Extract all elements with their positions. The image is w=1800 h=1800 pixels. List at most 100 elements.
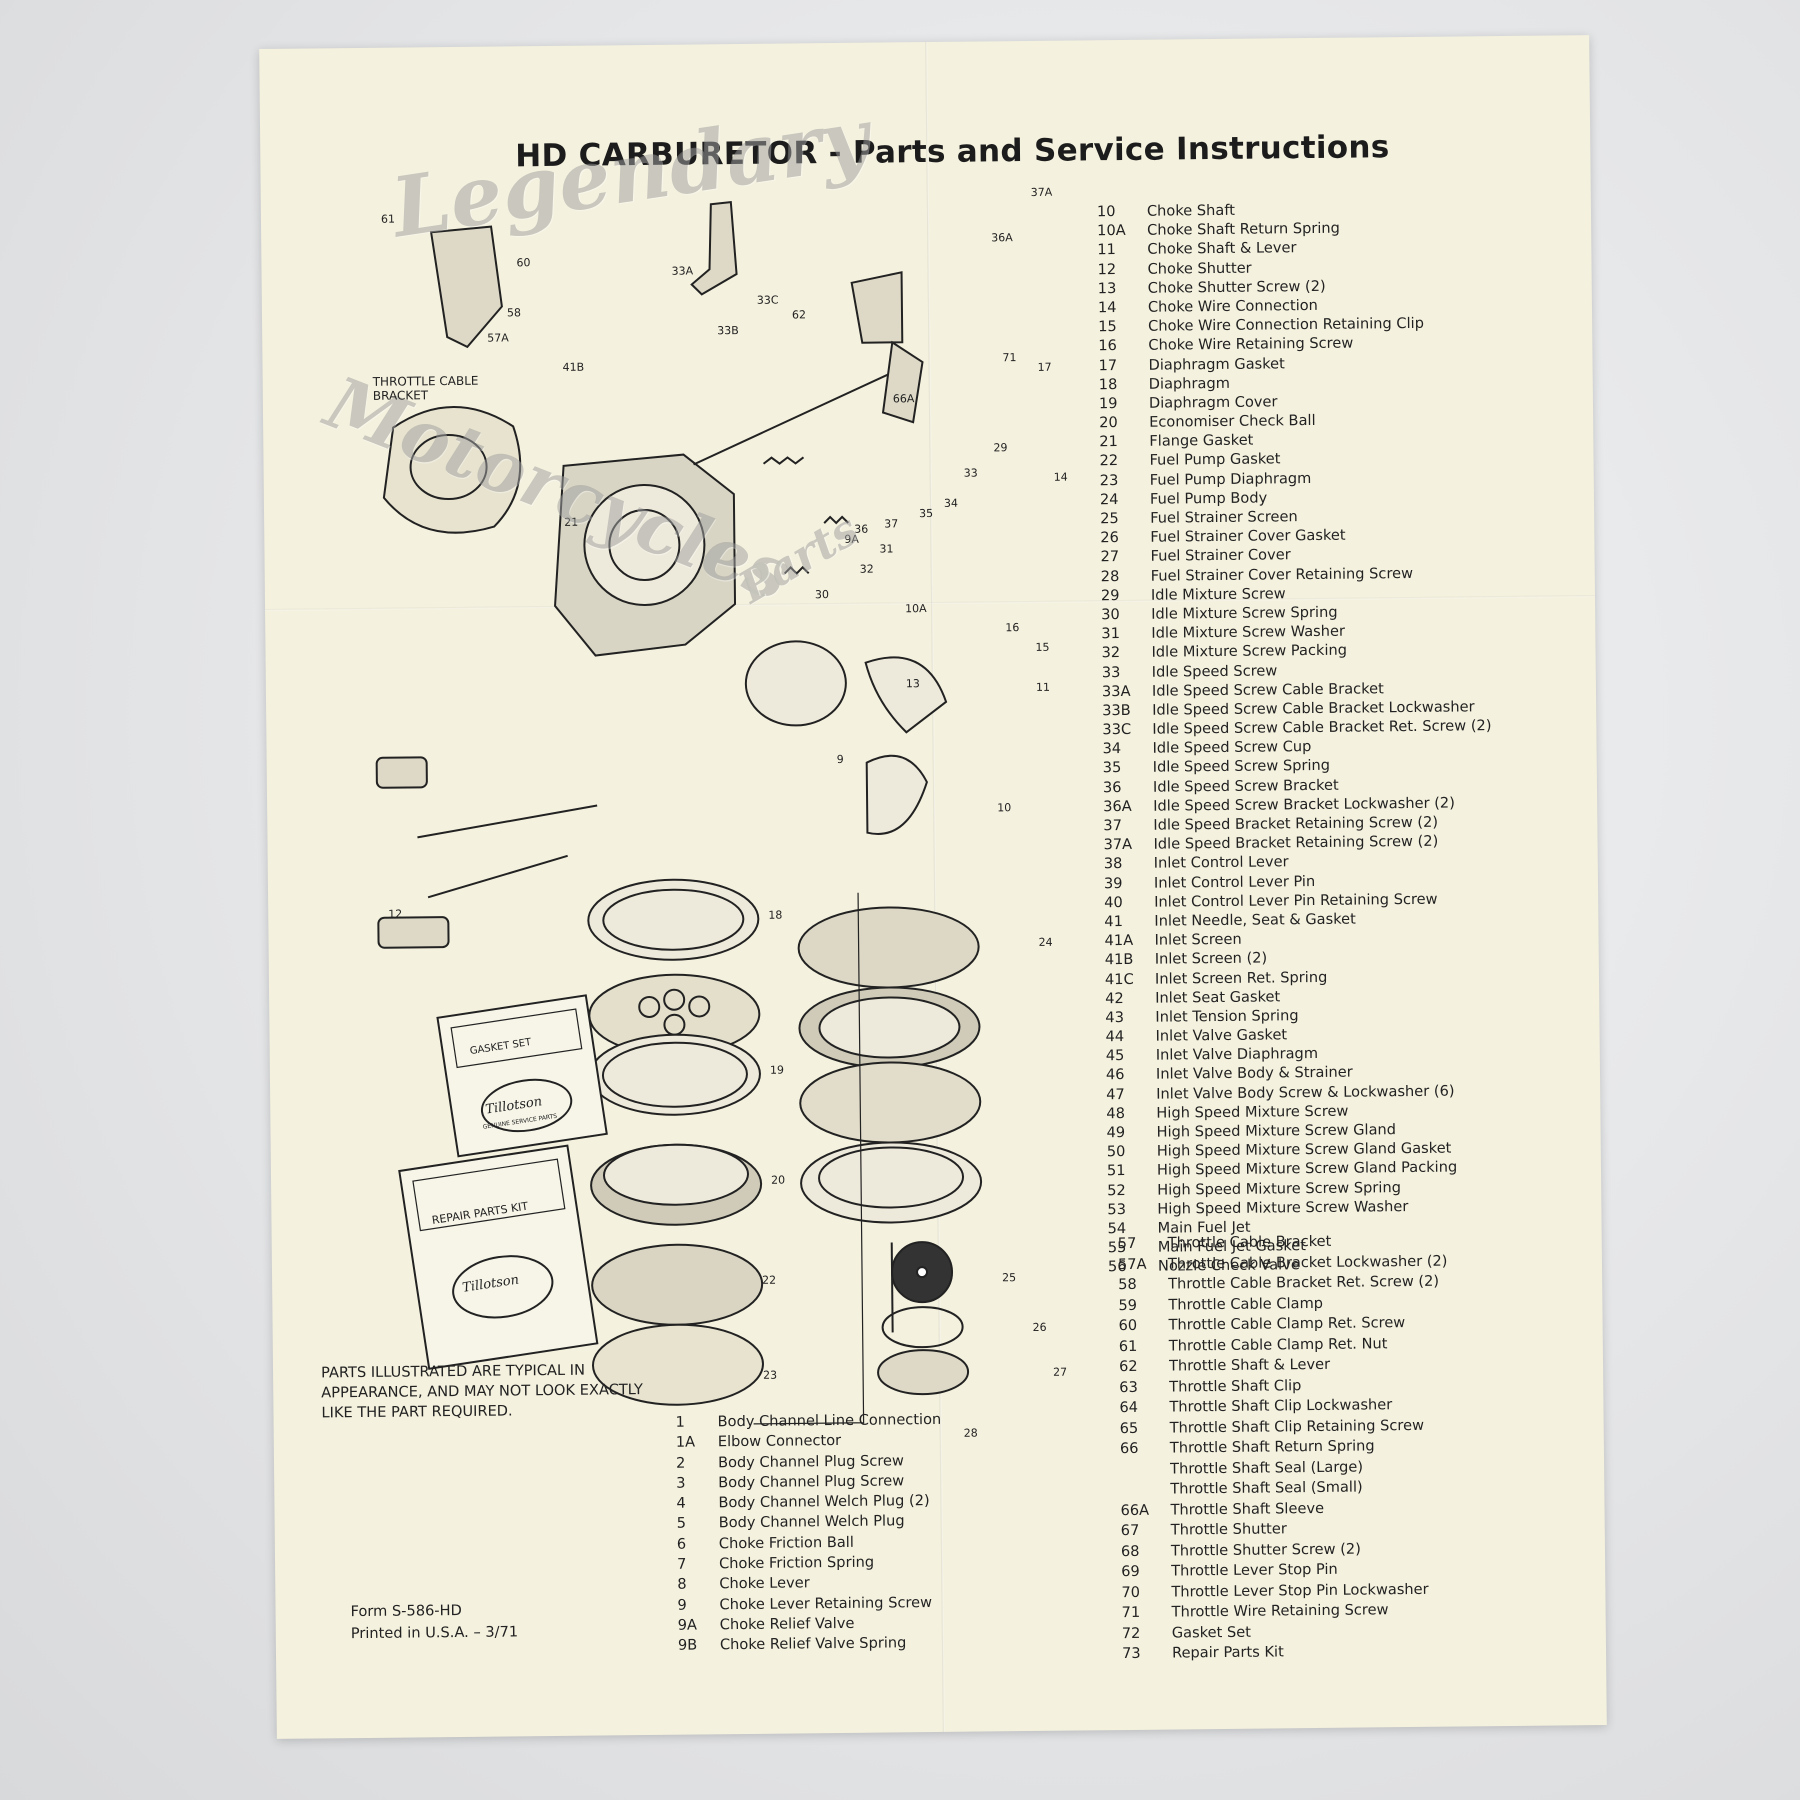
callout-label: 11: [1036, 681, 1050, 694]
part-number: 69: [1121, 1562, 1140, 1581]
part-name: Diaphragm Cover: [1148, 393, 1278, 412]
part-name: Choke Wire Retaining Screw: [1148, 334, 1354, 355]
part-name: Throttle Shutter Screw (2): [1170, 1540, 1361, 1560]
part-name: Inlet Needle, Seat & Gasket: [1154, 910, 1356, 930]
part-name: Idle Speed Screw Cable Bracket Ret. Scre…: [1152, 717, 1492, 738]
part-name: Diaphragm Gasket: [1148, 354, 1285, 374]
callout-label: 10A: [905, 602, 927, 615]
callout-label: 35: [919, 507, 933, 520]
part-name: Idle Mixture Screw: [1150, 585, 1286, 604]
part-number: 66: [1119, 1439, 1139, 1458]
part-name: Choke Wire Connection Retaining Clip: [1148, 314, 1425, 335]
part-number: 41C: [1104, 970, 1134, 988]
part-name: Idle Mixture Screw Packing: [1151, 641, 1348, 662]
part-number: 65: [1119, 1419, 1139, 1437]
part-number: 33A: [1101, 682, 1131, 700]
part-number: 51: [1106, 1162, 1126, 1180]
part-number: 39: [1103, 874, 1123, 892]
part-name: High Speed Mixture Screw Spring: [1157, 1178, 1401, 1199]
part-number: 9A: [677, 1616, 698, 1634]
part-name: Body Channel Plug Screw: [717, 1451, 905, 1471]
part-row: 33C Idle Speed Screw Cable Bracket Ret. S…: [1102, 716, 1491, 739]
callout-label: 9A: [844, 533, 859, 546]
part-name: Throttle Shaft Sleeve: [1170, 1499, 1325, 1519]
part-row: 58 Throttle Cable Bracket Ret. Screw (2): [1118, 1272, 1448, 1296]
part-number: 2: [675, 1454, 686, 1472]
callout-label: 71: [1002, 351, 1016, 364]
callout-label: 37: [884, 517, 898, 530]
part-row: 4 Body Channel Welch Plug (2): [676, 1491, 942, 1514]
callout-label: 30: [815, 588, 829, 601]
part-number: 17: [1098, 356, 1118, 374]
part-name: Inlet Valve Diaphragm: [1155, 1045, 1319, 1064]
part-number: 66A: [1120, 1501, 1150, 1519]
part-row: 6 Choke Friction Ball: [677, 1532, 943, 1555]
part-number: 4: [676, 1494, 686, 1512]
part-row: 9A Choke Relief Valve: [678, 1613, 944, 1636]
callout-label: 66A: [893, 392, 915, 405]
part-name: Throttle Cable Bracket Lockwasher (2): [1167, 1252, 1448, 1273]
part-name: Throttle Cable Clamp Ret. Nut: [1168, 1334, 1388, 1355]
part-name: Idle Speed Screw Cup: [1152, 738, 1312, 757]
part-name: Fuel Strainer Cover: [1150, 546, 1291, 566]
part-number: 29: [1100, 586, 1120, 604]
part-number: 47: [1106, 1085, 1125, 1103]
callout-label: 28: [964, 1427, 978, 1440]
callout-label: 58: [507, 306, 521, 319]
callout-label: 37A: [1031, 186, 1053, 199]
part-name: Inlet Tension Spring: [1155, 1007, 1299, 1026]
part-number: 11: [1097, 241, 1117, 259]
part-number: 50: [1106, 1143, 1126, 1161]
part-number: 10: [1096, 203, 1116, 221]
part-name: High Speed Mixture Screw Gland Packing: [1156, 1158, 1458, 1180]
callout-label: 33A: [671, 264, 693, 277]
part-number: 58: [1118, 1275, 1137, 1294]
part-name: Inlet Valve Gasket: [1155, 1026, 1288, 1045]
print-date: Printed in U.S.A. – 3/71: [350, 1623, 519, 1643]
callout-label: 27: [1053, 1366, 1067, 1379]
part-number: 5: [676, 1515, 687, 1533]
part-number: 33C: [1102, 720, 1132, 739]
callout-label: 17: [1037, 361, 1051, 374]
part-name: High Speed Mixture Screw Gland: [1156, 1121, 1397, 1141]
part-number: 6: [676, 1535, 687, 1553]
part-name: Idle Speed Screw Cable Bracket: [1151, 679, 1384, 700]
part-name: Gasket Set: [1171, 1623, 1251, 1642]
part-number: 36A: [1103, 797, 1132, 816]
part-name: Choke Shaft & Lever: [1147, 239, 1297, 259]
part-name: Idle Speed Screw Spring: [1152, 757, 1331, 777]
part-name: Idle Mixture Screw Washer: [1151, 622, 1346, 642]
part-name: Choke Shutter Screw (2): [1147, 277, 1326, 297]
callout-label: 33: [964, 467, 978, 480]
parts-sheet: HD CARBURETOR - Parts and Service Instru…: [259, 35, 1607, 1739]
part-name: Choke Wire Connection: [1147, 296, 1318, 316]
part-name: Body Channel Welch Plug (2): [718, 1492, 930, 1512]
callout-label: 10: [997, 801, 1011, 814]
part-number: 24: [1099, 490, 1119, 509]
part-name: Throttle Shutter: [1170, 1520, 1287, 1539]
part-name: Choke Relief Valve: [719, 1614, 855, 1634]
part-name: Body Channel Line Connection: [717, 1410, 942, 1431]
part-name: Choke Shaft: [1146, 201, 1236, 220]
part-name: Throttle Lever Stop Pin: [1171, 1560, 1338, 1580]
part-name: Choke Friction Ball: [718, 1533, 854, 1553]
part-name: Throttle Cable Bracket: [1167, 1232, 1332, 1252]
part-name: Body Channel Welch Plug: [718, 1512, 905, 1532]
part-number: 70: [1121, 1583, 1141, 1601]
part-number: 14: [1097, 298, 1117, 317]
part-number: 71: [1121, 1603, 1141, 1622]
callout-label: 26: [1033, 1321, 1047, 1334]
part-number: [1120, 1459, 1170, 1480]
part-name: Throttle Cable Bracket Ret. Screw (2): [1168, 1272, 1440, 1293]
part-name: Choke Friction Spring: [718, 1553, 875, 1573]
